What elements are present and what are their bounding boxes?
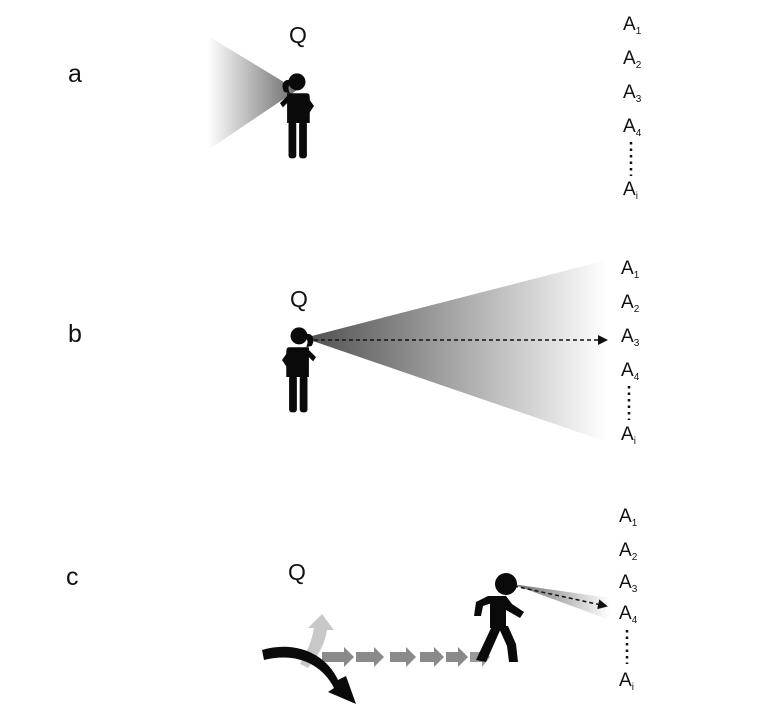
answer-label: A2 <box>621 292 640 315</box>
answer-label: A3 <box>623 82 642 105</box>
answer-label: Ai <box>619 670 634 693</box>
thinking-person-icon <box>282 327 316 413</box>
panel-c: c Q A1 A2 A3 <box>66 506 638 704</box>
thinking-person-icon <box>280 73 314 159</box>
answer-list: A1 A2 A3 A4 Ai <box>621 258 640 447</box>
answer-label: A4 <box>623 116 642 139</box>
chevron-arrow-icon <box>356 647 384 667</box>
panel-letter: a <box>68 60 82 88</box>
chevron-arrow-icon <box>322 647 354 667</box>
answer-label: A4 <box>621 360 640 383</box>
answer-label: A4 <box>619 603 638 626</box>
attention-beam <box>512 584 610 620</box>
answer-label: A2 <box>623 48 642 71</box>
answer-label: A1 <box>621 258 640 281</box>
panel-b: b Q A1 A2 A3 A4 Ai <box>68 258 640 447</box>
question-label: Q <box>289 22 307 48</box>
chevron-arrow-icon <box>390 647 416 667</box>
attention-beam <box>304 260 607 442</box>
answer-list: A1 A2 A3 A4 Ai <box>619 506 638 693</box>
answer-label: A1 <box>623 14 642 37</box>
answer-label: A2 <box>619 540 638 563</box>
panel-letter: c <box>66 563 79 591</box>
question-label: Q <box>290 286 308 312</box>
progress-arrows <box>322 647 490 667</box>
answer-list: A1 A2 A3 A4 Ai <box>623 14 642 202</box>
answer-label: A3 <box>619 572 638 595</box>
walking-person-icon <box>474 573 524 662</box>
chevron-arrow-icon <box>446 647 468 667</box>
answer-label: A1 <box>619 506 638 529</box>
answer-label: Ai <box>623 179 638 202</box>
attention-beam <box>208 36 297 150</box>
focus-arrow <box>513 585 608 610</box>
curved-arrow-icon <box>262 646 356 704</box>
answer-label: Ai <box>621 424 636 447</box>
question-label: Q <box>288 559 306 585</box>
chevron-arrow-icon <box>420 647 444 667</box>
panel-letter: b <box>68 320 82 348</box>
panel-a: a Q A1 A2 A3 A4 Ai <box>68 14 642 202</box>
answer-label: A3 <box>621 326 640 349</box>
